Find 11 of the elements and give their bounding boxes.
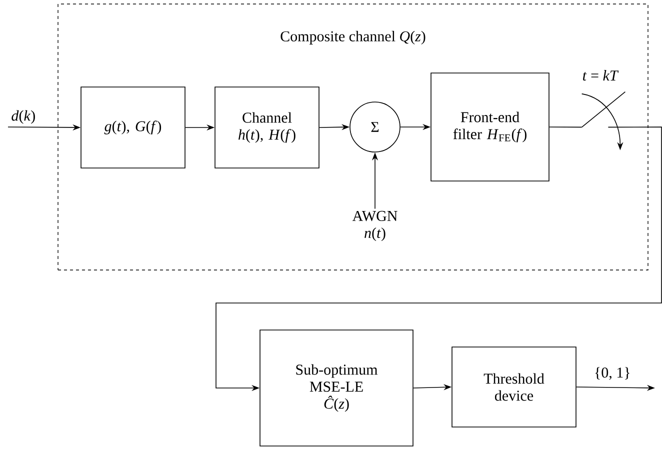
equalizer-box: Sub-optimum MSE-LE Ĉ(z) <box>260 330 414 446</box>
filter-box: Front-end filter H$_{FE}$(f) <box>430 72 550 182</box>
channel-box: Channel h(t), H(f) <box>214 86 320 168</box>
filter-box: g(t), G(f) <box>80 86 186 168</box>
summing-junction: Σ <box>350 102 400 152</box>
sampling-switch <box>581 91 626 128</box>
sampling-time-label: t = kT <box>583 70 619 81</box>
noise-label: AWGN n(t) <box>352 210 398 242</box>
edge-label: {0, 1} <box>592 366 632 381</box>
signal-label: d(k) <box>12 110 35 124</box>
decision-box: Threshold device <box>452 346 576 428</box>
